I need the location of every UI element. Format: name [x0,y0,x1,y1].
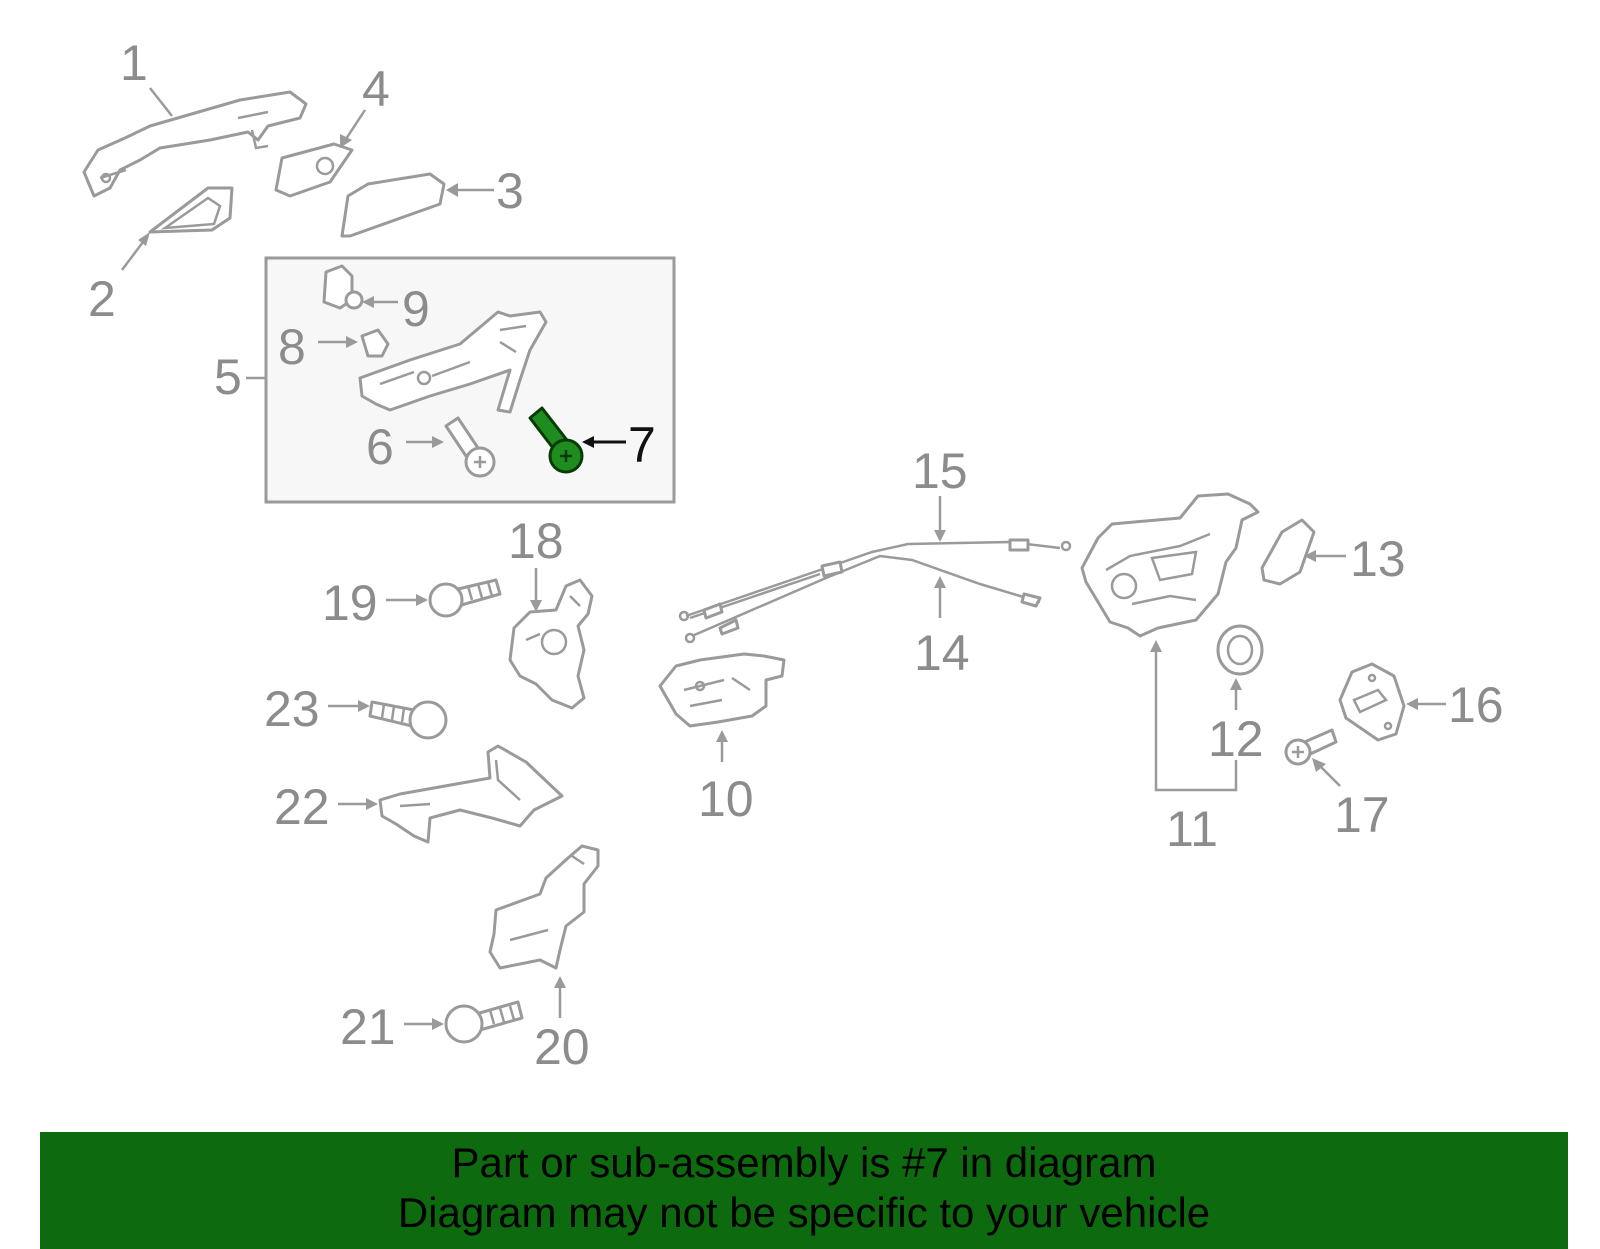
arrowhead-16 [1406,698,1418,710]
part-12-grommet[interactable] [1216,624,1264,676]
arrowhead-13 [1304,550,1316,562]
callout-9: 9 [402,281,430,337]
part-17-screw[interactable] [1284,728,1338,766]
callout-13: 13 [1350,531,1406,587]
part-1-outside-handle[interactable] [82,90,308,198]
leader-2 [121,237,147,271]
callout-19: 19 [322,575,378,631]
part-6-screw[interactable] [444,416,496,478]
part-18-bracket[interactable] [508,578,594,710]
arrowhead-22 [366,798,378,810]
arrowhead-18 [530,600,542,612]
part-9-clip[interactable] [322,264,364,310]
callout-21: 21 [340,999,396,1055]
callout-12: 12 [1208,711,1264,767]
part-20-hinge[interactable] [488,844,600,970]
callout-4: 4 [362,61,390,117]
arrowhead-4 [340,134,352,148]
part-2-handle-pad[interactable] [148,186,234,234]
part-8-grommet[interactable] [360,328,390,358]
part-11-lock-assembly[interactable] [1080,492,1260,638]
callout-11: 11 [1166,801,1218,857]
part-4-cover[interactable] [274,142,354,198]
arrowhead-10 [716,730,728,742]
arrowhead-17 [1312,758,1326,772]
callout-14: 14 [914,625,970,681]
callout-16: 16 [1448,677,1504,733]
callout-18: 18 [508,513,564,569]
arrowhead-12 [1230,678,1242,690]
caption-line-2: Diagram may not be specific to your vehi… [397,1189,1211,1236]
part-21-bolt[interactable] [444,1000,524,1044]
callout-1: 1 [120,35,148,91]
arrowhead-9 [362,296,374,308]
callout-8: 8 [278,319,306,375]
part-13-cover[interactable] [1260,518,1316,586]
handle-frame[interactable] [358,310,548,414]
callout-3: 3 [496,163,524,219]
callout-22: 22 [274,779,330,835]
arrowhead-15 [934,530,946,542]
callout-20: 20 [534,1019,590,1075]
arrowhead-6 [432,436,444,448]
caption-line-1: Part or sub-assembly is #7 in diagram [451,1139,1157,1186]
callout-6: 6 [366,419,394,475]
part-14-15-cables[interactable] [678,538,1072,644]
leader-4 [342,109,367,143]
arrowhead-7 [582,436,594,448]
arrowhead-8 [346,336,358,348]
part-19-bolt[interactable] [428,578,502,618]
part-3-cap[interactable] [340,172,446,238]
arrowhead-23 [358,700,370,712]
part-7-screw-highlighted[interactable] [528,406,584,474]
callout-15: 15 [912,443,968,499]
caption-banner: Part or sub-assembly is #7 in diagram Di… [40,1132,1568,1249]
arrowhead-14 [934,576,946,588]
parts-diagram: 1 2 3 4 5 6 7 8 9 10 11 12 13 14 15 16 1… [82,35,1504,1075]
arrowhead-11 [1150,640,1162,652]
callout-7: 7 [628,417,656,473]
part-22-door-check[interactable] [378,744,564,844]
leader-1 [149,87,173,117]
part-16-striker[interactable] [1338,662,1406,742]
leader-17 [1317,763,1341,787]
callout-23: 23 [264,681,320,737]
leader-11 [1154,650,1238,792]
arrowhead-19 [416,594,428,606]
callout-5: 5 [214,349,242,405]
callout-17: 17 [1334,787,1390,843]
arrowhead-20 [554,976,566,988]
callout-2: 2 [88,271,116,327]
arrowhead-2 [138,232,150,246]
callout-10: 10 [698,771,754,827]
part-10-inside-handle[interactable] [658,652,786,728]
arrowhead-3 [446,183,458,197]
part-23-bolt[interactable] [368,700,448,740]
arrowhead-21 [432,1018,444,1030]
